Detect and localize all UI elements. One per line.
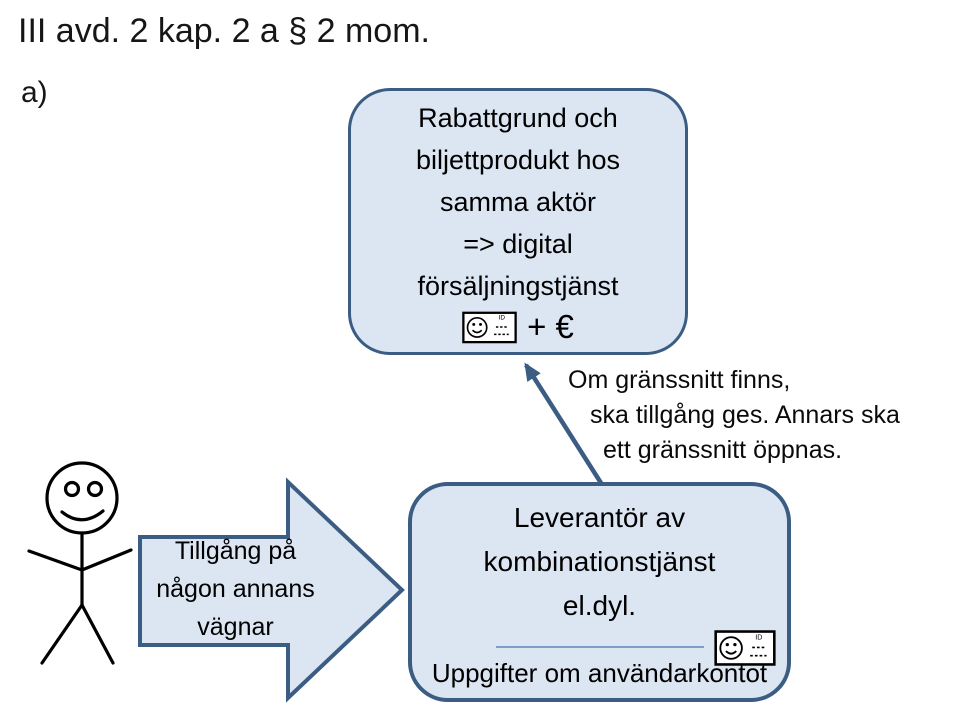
user-account-card-icon: ID [714,630,776,666]
bottom-box-line: kombinationstjänst [483,546,716,577]
svg-text:ID: ID [499,315,506,322]
up-left-arrow-connector [524,362,603,485]
stick-figure-person-icon [27,461,133,665]
top-box-line: försäljningstjänst [417,271,619,301]
digital-sales-service-box: Rabattgrund och biljettprodukt hos samma… [348,88,688,355]
bottom-box-line: el.dyl. [562,590,637,621]
bottom-box-title: Leverantör av kombinationstjänst el.dyl. [412,496,787,628]
svg-text:ID: ID [755,632,762,641]
top-box-line: samma aktör [439,187,597,217]
signature-line [496,646,704,648]
plus-euro-label: + € [527,308,574,345]
flow-arrow [138,477,405,703]
flow-arrow-label-line: Tillgång på [174,537,297,565]
page-title: III avd. 2 kap. 2 a § 2 mom. [18,12,430,50]
top-box-icon-row: ID + € [351,309,685,345]
top-box-line: biljettprodukt hos [415,145,621,175]
top-box-line: => digital [463,229,573,259]
top-box-line: Rabattgrund och [418,103,618,133]
flow-arrow-label-line: någon annans [156,575,315,603]
connector-note-line: Om gränssnitt finns, [568,366,791,394]
user-account-card-icon: ID [462,311,517,344]
bottom-box-line: Leverantör av [513,502,686,533]
connector-note-line: ska tillgång ges. Annars ska [590,401,900,429]
section-label: a) [21,76,48,109]
flow-arrow-label: Tillgång på någon annans vägnar [138,532,333,646]
bottom-box-footer: Uppgifter om användarkontot [431,658,768,688]
flow-arrow-label-line: vägnar [197,613,274,641]
combination-service-provider-box: Leverantör av kombinationstjänst el.dyl.… [408,482,791,702]
connector-note-line: ett gränssnitt öppnas. [603,436,843,464]
